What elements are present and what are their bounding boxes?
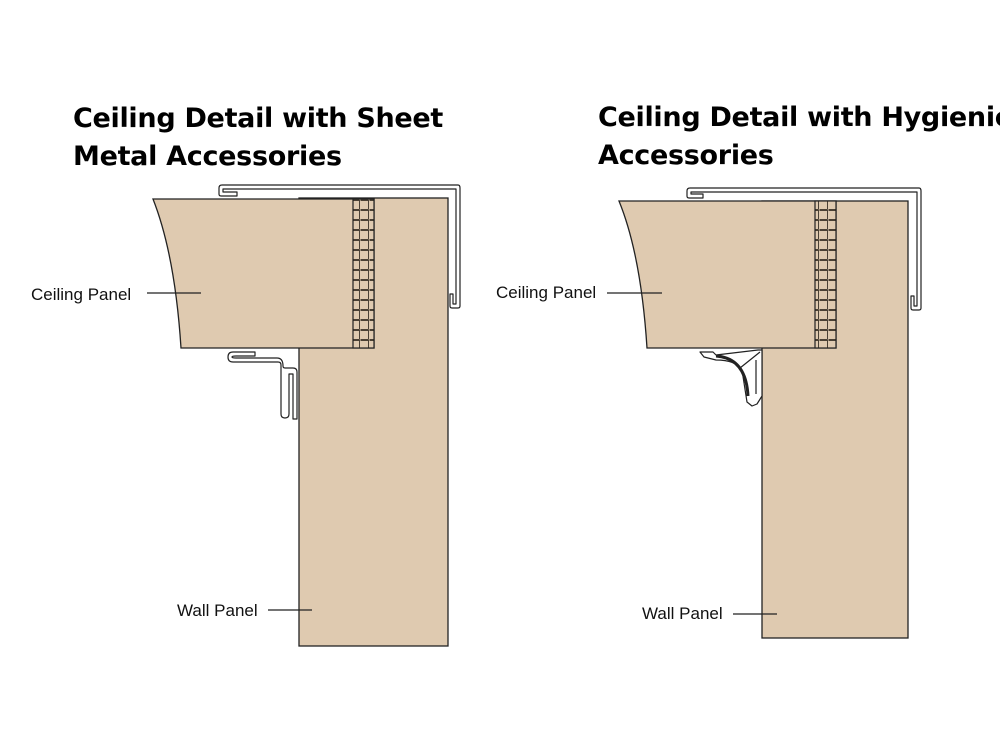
right-detail-title: Ceiling Detail with Hygienic Accessories xyxy=(598,99,1000,175)
left-ceiling-core xyxy=(352,198,375,349)
left-ceiling-panel xyxy=(152,198,375,349)
right-cove-diagonal xyxy=(739,351,761,369)
right-cove-curve xyxy=(715,354,750,397)
left-lower-angle-trim xyxy=(227,351,298,420)
right-detail xyxy=(607,187,922,639)
left-wall-panel-label: Wall Panel xyxy=(177,601,258,620)
left-detail xyxy=(147,184,461,647)
right-title-line-1: Ceiling Detail with Hygienic xyxy=(598,102,1000,133)
right-ceiling-core xyxy=(814,200,837,349)
right-top-flashing xyxy=(686,187,922,311)
left-title-line-1: Ceiling Detail with Sheet xyxy=(73,103,444,134)
left-top-flashing xyxy=(218,184,461,309)
right-ceiling-panel-label: Ceiling Panel xyxy=(496,283,597,302)
right-ceiling-panel xyxy=(618,200,837,349)
left-ceiling-panel-label: Ceiling Panel xyxy=(31,285,132,304)
right-wall-panel-label: Wall Panel xyxy=(642,604,723,623)
left-detail-title: Ceiling Detail with Sheet Metal Accessor… xyxy=(73,100,443,176)
right-title-line-2: Accessories xyxy=(598,140,774,171)
left-title-line-2: Metal Accessories xyxy=(73,141,342,172)
